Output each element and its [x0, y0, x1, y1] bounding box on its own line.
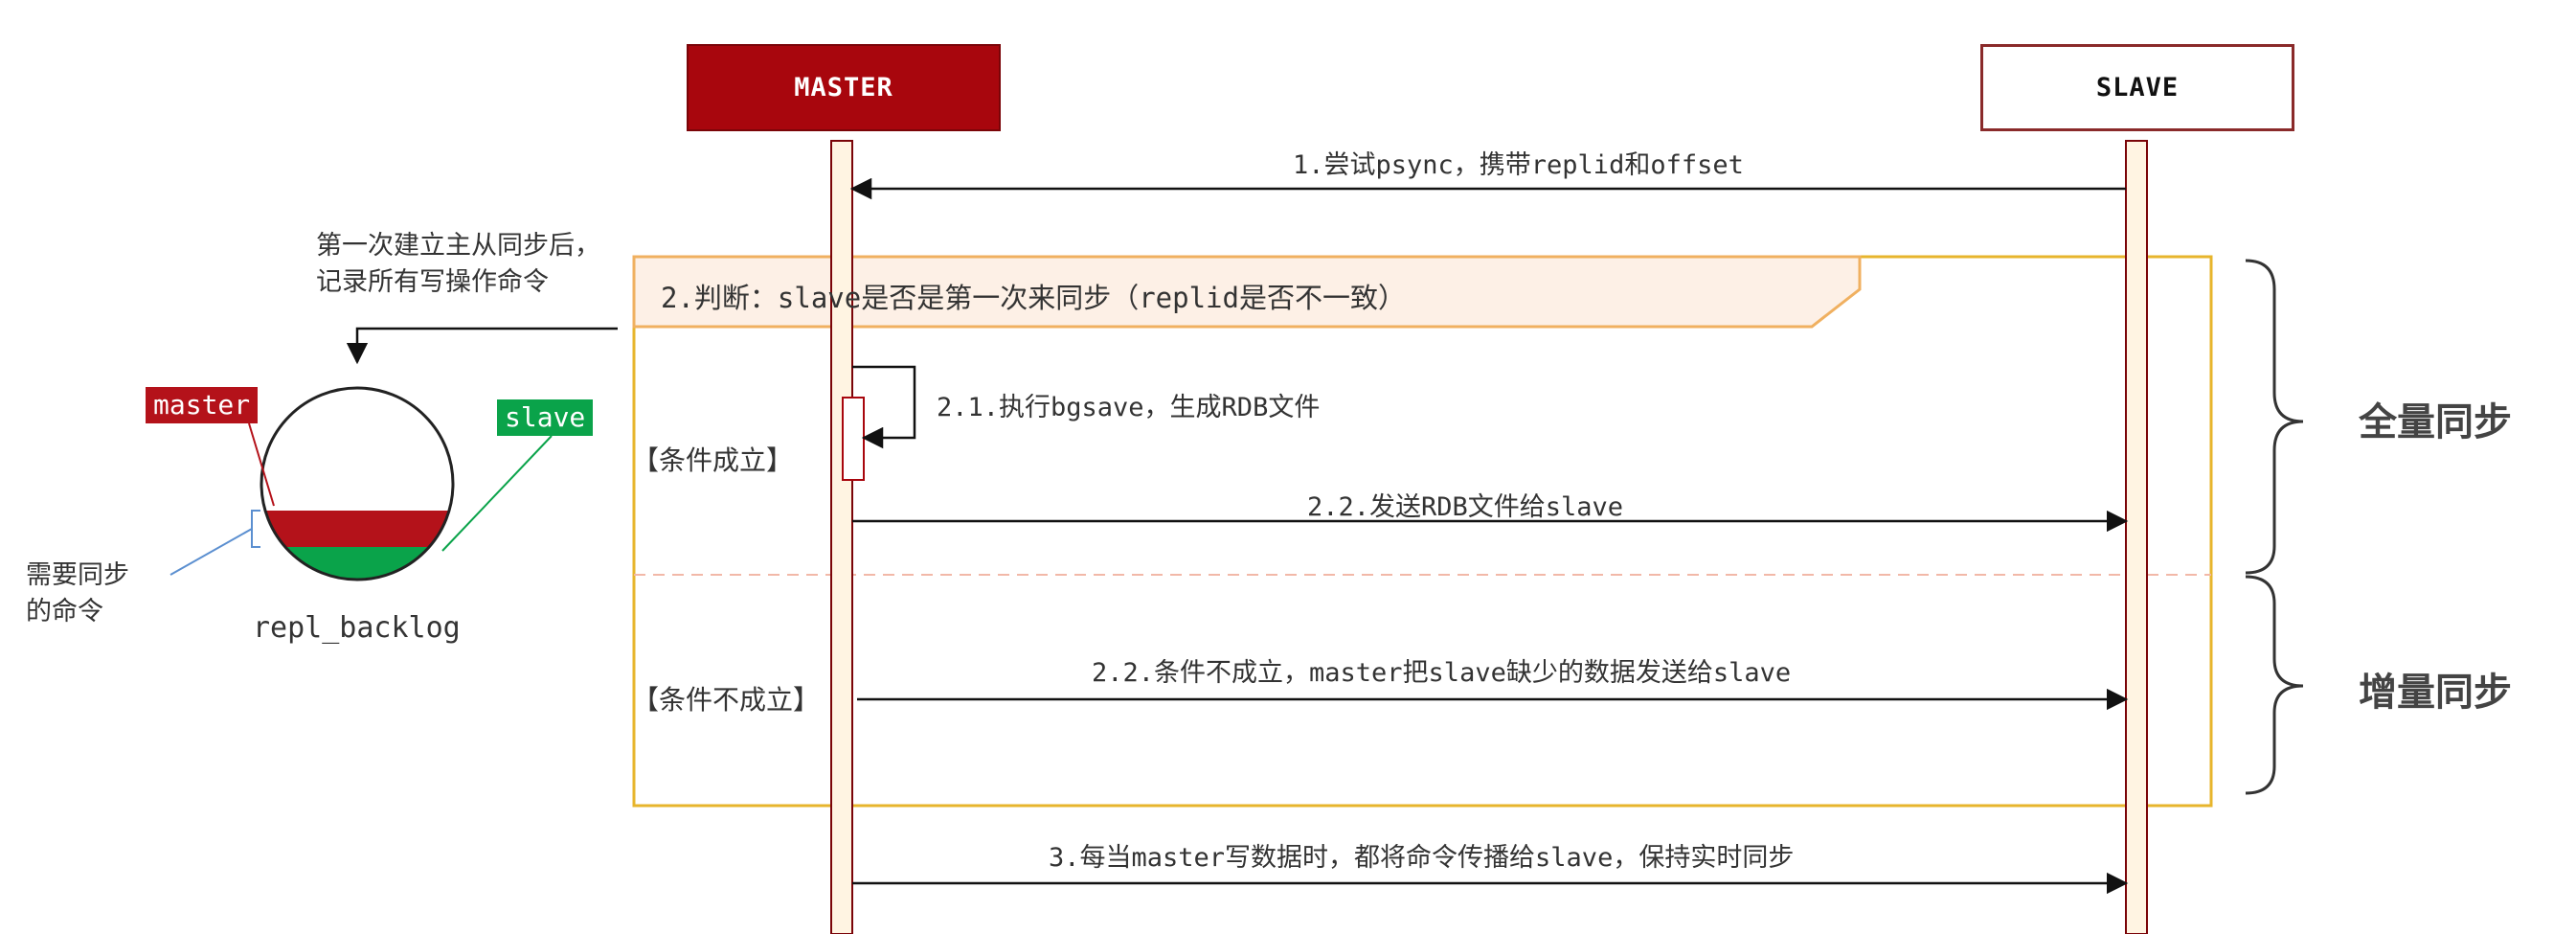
sync-pointer	[169, 528, 253, 576]
slave-tag-pointer	[441, 435, 553, 552]
backlog-slave-tag: slave	[497, 399, 594, 436]
arrow-m21	[852, 365, 916, 449]
backlog-master-tag: master	[146, 387, 259, 423]
phase-full-label: 全量同步	[2359, 400, 2512, 444]
condition-true-label: 【条件成立】	[632, 444, 794, 476]
backlog-master-segment	[261, 511, 453, 547]
slave-lifeline	[2125, 140, 2148, 934]
message-21-label: 2.1.执行bgsave，生成RDB文件	[937, 393, 1321, 422]
master-tag-pointer	[248, 422, 275, 507]
master-activation	[842, 397, 865, 481]
message-22a-label: 2.2.发送RDB文件给slave	[1307, 492, 1624, 522]
brace-full	[2245, 259, 2304, 575]
arrow-note-to-backlog	[346, 327, 618, 365]
sync-note-line1: 需要同步	[26, 560, 129, 590]
master-lifeline	[830, 140, 853, 934]
judge-label-box	[632, 255, 1862, 329]
judge-label: 2.判断：slave是否是第一次来同步（replid是否不一致）	[661, 282, 1406, 314]
master-header: MASTER	[687, 44, 1001, 131]
phase-incremental-label: 增量同步	[2359, 671, 2512, 715]
backlog-note-line1: 第一次建立主从同步后，	[316, 231, 600, 261]
brace-incremental	[2245, 575, 2304, 795]
sync-bracket	[251, 510, 260, 548]
slave-header: SLAVE	[1980, 44, 2294, 131]
backlog-ring	[260, 386, 455, 581]
message-3-label: 3.每当master写数据时，都将命令传播给slave，保持实时同步	[1049, 843, 1795, 873]
message-22b-label: 2.2.条件不成立，master把slave缺少的数据发送给slave	[1092, 658, 1792, 688]
repl-backlog-label: repl_backlog	[253, 611, 461, 645]
condition-false-label: 【条件不成立】	[632, 684, 821, 716]
message-1-label: 1.尝试psync，携带replid和offset	[1293, 150, 1744, 180]
backlog-note-line2: 记录所有写操作命令	[316, 267, 549, 297]
alt-frame	[632, 255, 2213, 808]
sync-note-line2: 的命令	[26, 597, 103, 626]
